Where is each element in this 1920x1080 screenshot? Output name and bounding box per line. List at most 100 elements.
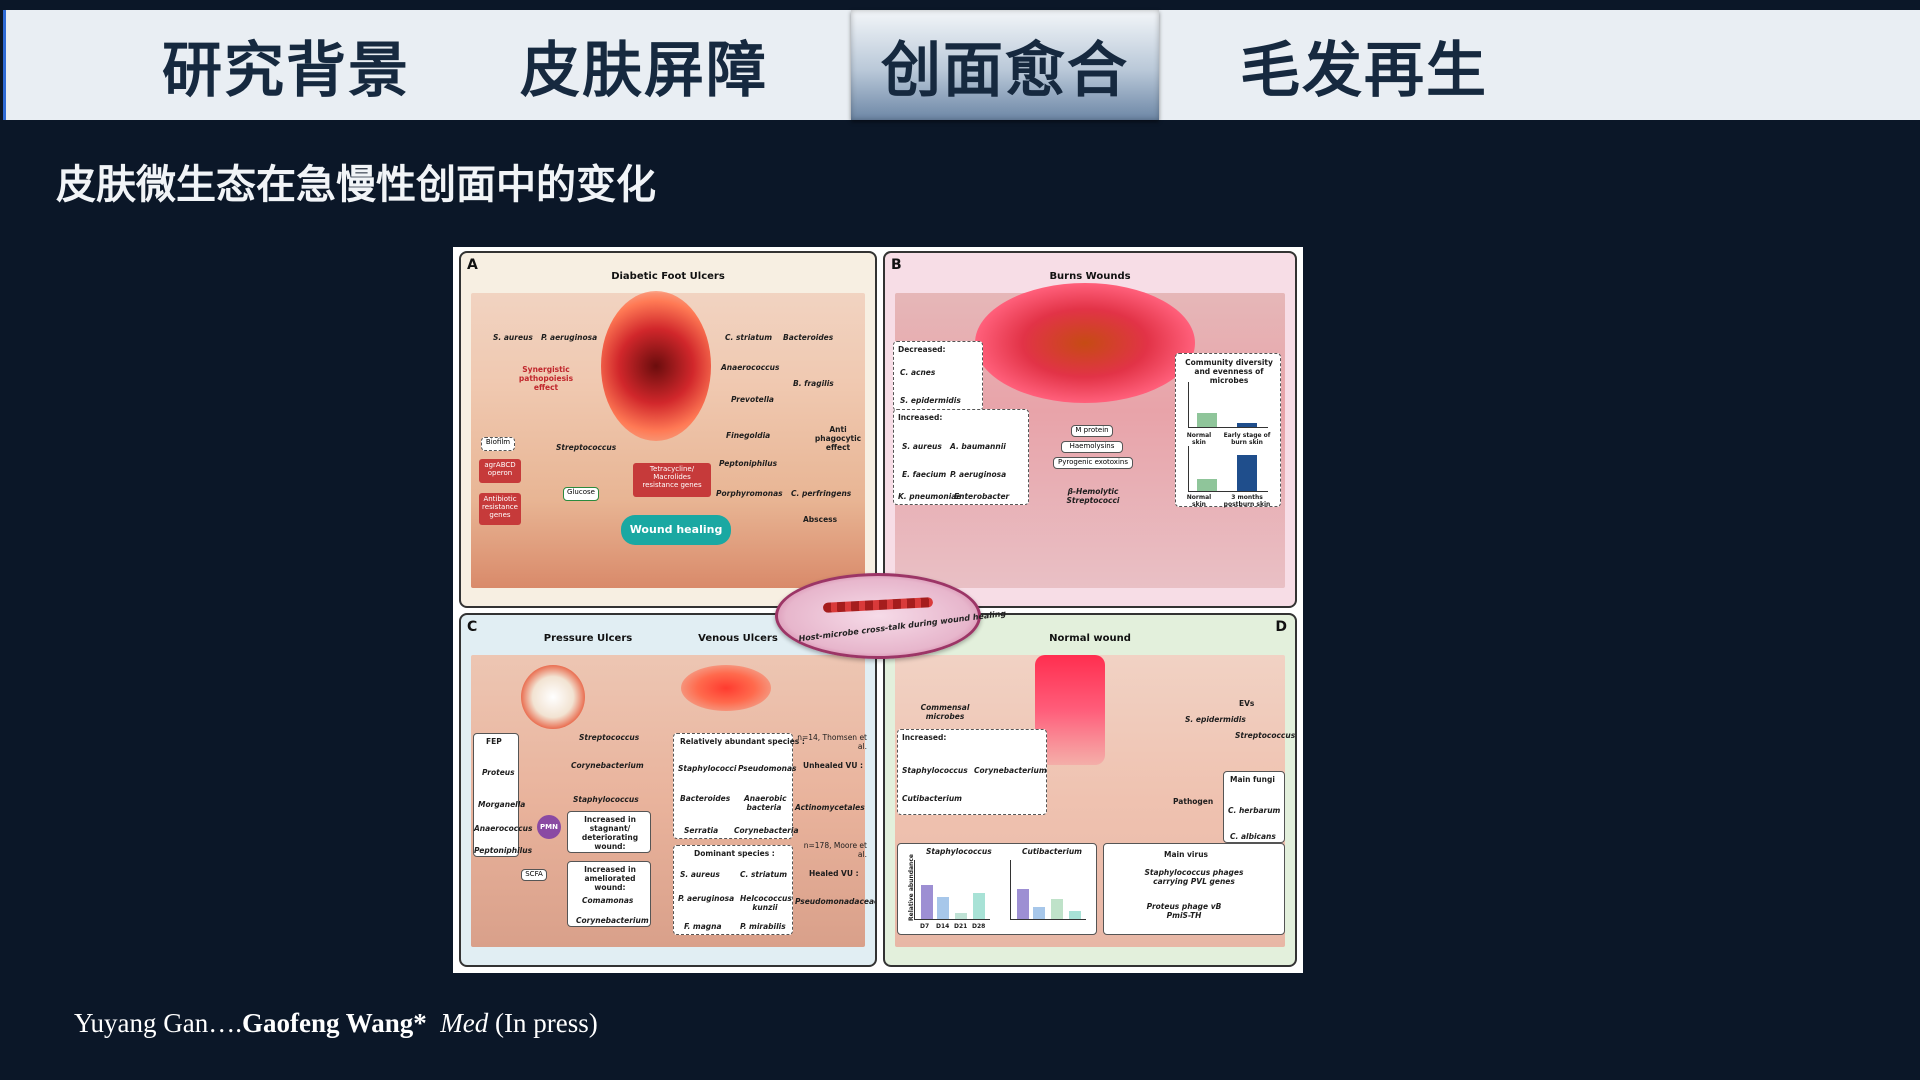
label: Anti phagocytic effect: [814, 425, 862, 452]
label: S. aureus: [493, 333, 533, 342]
label: FEP: [486, 737, 502, 746]
label: Increased in stagnant/ deteriorating wou…: [581, 815, 639, 851]
label: EVs: [1239, 699, 1255, 708]
label: E. faecium: [902, 470, 947, 479]
label: Cutibacterium: [1022, 847, 1082, 856]
label: Corynebacterium: [974, 766, 1047, 775]
resistance-genes-box: Tetracycline/ Macrolides resistance gene…: [633, 463, 711, 497]
panel-title: Normal wound: [1049, 633, 1131, 644]
tab-research-background[interactable]: 研究背景: [162, 35, 410, 106]
label: Unhealed VU :: [803, 761, 864, 770]
label: Main fungi: [1230, 775, 1275, 784]
bar-early-burn: [1237, 423, 1257, 427]
label: Streptococcus: [579, 733, 640, 742]
label: Cutibacterium: [902, 794, 962, 803]
cutibacterium-box-plot: [1010, 860, 1086, 920]
m-protein-box: M protein: [1071, 425, 1113, 437]
label: Porphyromonas: [716, 489, 783, 498]
label: Commensal microbes: [920, 703, 970, 721]
increased-box: Increased: S. aureus A. baumannii E. fae…: [893, 409, 1029, 505]
label: B. fragilis: [793, 379, 834, 388]
label: P. mirabilis: [740, 922, 786, 931]
label: Early stage of burn skin: [1223, 432, 1271, 446]
bar-postburn: [1237, 455, 1257, 491]
label: Healed VU :: [809, 869, 859, 878]
host-microbe-crosstalk-disc: Host-microbe cross-talk during wound hea…: [775, 573, 1007, 659]
biofilm-box: Biofilm: [481, 437, 515, 451]
label: Streptococcus: [1235, 731, 1296, 740]
label: Bacteroides: [680, 794, 731, 803]
label: D7: [920, 923, 930, 930]
citation-status: (In press): [495, 1008, 598, 1038]
label: Morganella: [478, 800, 526, 809]
wound-healing-badge: Wound healing: [621, 515, 731, 545]
label: Pseudomonadaceae: [795, 897, 877, 906]
top-navigation-bar: 研究背景 皮肤屏障 创面愈合 毛发再生: [3, 10, 1920, 120]
label: Enterobacter: [954, 492, 1010, 501]
label: Bacteroides: [783, 333, 834, 342]
label: Peptoniphilus: [474, 846, 533, 855]
panel-b-burns-wounds: B Burns Wounds Decreased: C. acnes S. ep…: [883, 251, 1297, 608]
label: Abscess: [803, 515, 838, 524]
box-d21: [1051, 899, 1063, 919]
box-d28: [1069, 911, 1081, 919]
ameliorated-box: Increased in ameliorated wound: Comamona…: [567, 861, 651, 927]
label: Helcococcus kunzii: [740, 894, 792, 912]
panel-title: Diabetic Foot Ulcers: [611, 271, 725, 282]
label: P. aeruginosa: [678, 894, 735, 903]
panel-letter: B: [891, 257, 902, 273]
label: Main virus: [1164, 850, 1209, 859]
label: C. striatum: [725, 333, 773, 342]
label: S. aureus: [680, 870, 720, 879]
pmn-cell: PMN: [537, 815, 561, 839]
stagnant-box: Increased in stagnant/ deteriorating wou…: [567, 811, 651, 853]
label: Increased in ameliorated wound:: [584, 865, 636, 892]
label: Normal skin: [1186, 494, 1212, 508]
citation-journal: Med: [440, 1008, 489, 1038]
label: S. epidermidis: [1185, 715, 1246, 724]
panel-a-diabetic-foot-ulcers: A Diabetic Foot Ulcers S. aureus P. aeru…: [459, 251, 877, 608]
dominant-species-box: Dominant species : S. aureus C. striatum…: [673, 845, 793, 935]
label: C. acnes: [900, 368, 936, 377]
label: Staphylococcus: [902, 766, 968, 775]
label: Anaerobic bacteria: [744, 794, 787, 812]
ulcer-wound-illustration: [601, 291, 711, 441]
label: C. perfringens: [791, 489, 852, 498]
main-virus-box: Main virus Staphylococcus phages carryin…: [1103, 843, 1285, 935]
diversity-chart-early: [1188, 382, 1268, 428]
label: Dominant species :: [694, 849, 775, 858]
panel-letter: A: [467, 257, 478, 273]
label: P. aeruginosa: [950, 470, 1007, 479]
label: Corynebacterium: [571, 761, 644, 770]
label: Finegoldia: [726, 431, 771, 440]
research-figure: A Diabetic Foot Ulcers S. aureus P. aeru…: [453, 247, 1303, 973]
diversity-chart-postburn: [1188, 446, 1268, 492]
label: Staphylococcus: [926, 847, 992, 856]
label: 3 months postburn skin: [1223, 494, 1271, 508]
tab-hair-regeneration[interactable]: 毛发再生: [1240, 35, 1488, 106]
label: Normal skin: [1186, 432, 1212, 446]
label: Increased:: [902, 733, 947, 742]
label: S. epidermidis: [900, 396, 961, 405]
label: Streptococcus: [556, 443, 617, 452]
label: Proteus: [482, 768, 515, 777]
tab-wound-healing-active[interactable]: 创面愈合: [851, 10, 1159, 120]
label: Staphylococcus: [573, 795, 639, 804]
label: Peptoniphilus: [719, 459, 778, 468]
tab-skin-barrier[interactable]: 皮肤屏障: [520, 35, 768, 106]
label: D14: [936, 923, 950, 930]
citation-corresponding-author: Gaofeng Wang*: [241, 1008, 427, 1038]
label: Staphylococcus phages carrying PVL genes: [1144, 868, 1244, 886]
bar-normal-skin: [1197, 479, 1217, 491]
box-d21: [955, 913, 967, 919]
label: Pseudomonas: [738, 764, 797, 773]
panel-letter: C: [467, 619, 478, 635]
venous-ulcer-illustration: [681, 665, 771, 711]
box-d28: [973, 893, 985, 919]
box-d7: [1017, 889, 1029, 919]
label: Actinomycetales: [795, 803, 865, 812]
label: A. baumannii: [950, 442, 1006, 451]
panel-title-pressure: Pressure Ulcers: [543, 633, 633, 644]
main-fungi-box: Main fungi C. herbarum C. albicans: [1223, 771, 1285, 843]
label: Pathogen: [1173, 797, 1214, 806]
